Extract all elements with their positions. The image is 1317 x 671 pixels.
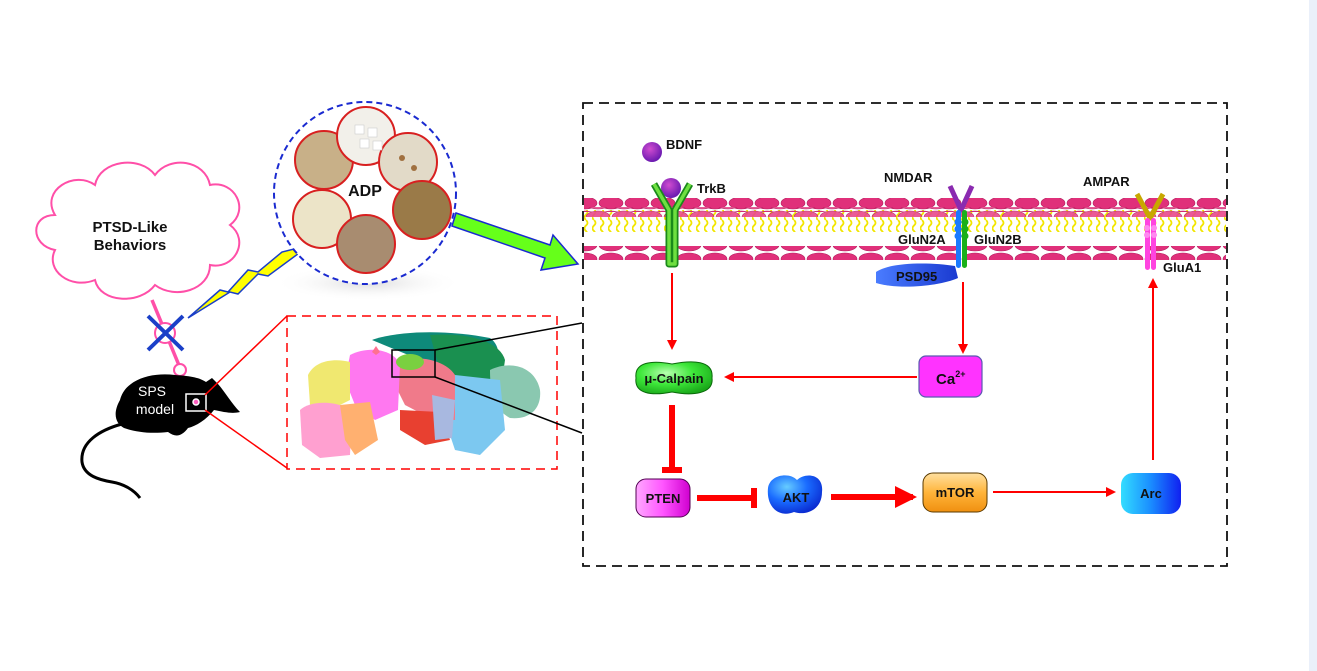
brain-highlight-box (185, 393, 207, 412)
trkb-label: TrkB (697, 181, 726, 196)
mouse-text-line1: SPS (138, 383, 166, 399)
brain-sagittal-section (300, 332, 541, 458)
nmdar-receptor-icon (947, 184, 975, 268)
ptsd-cloud: PTSD-Like Behaviors (35, 161, 241, 300)
ca-label: Ca2+ (936, 369, 965, 388)
glua1-label: GluA1 (1163, 260, 1201, 275)
bdnf-label: BDNF (666, 137, 702, 152)
herb-images (292, 106, 452, 274)
herb-image-5 (336, 214, 396, 274)
pten-label: PTEN (646, 491, 681, 506)
bdnf-bound-icon (661, 178, 681, 198)
mtor-label: mTOR (936, 485, 975, 500)
calpain-node: μ-Calpain (635, 361, 713, 395)
thought-bubble-tiny (173, 363, 187, 377)
ampar-label: AMPAR (1083, 174, 1130, 189)
trkb-receptor-icon (650, 182, 694, 268)
zoom-line-upper (434, 322, 583, 351)
ampar-receptor-icon (1134, 192, 1166, 270)
herb-image-6 (392, 180, 452, 240)
glun2a-label: GluN2A (898, 232, 946, 247)
zoom-line-bottom (204, 409, 288, 469)
psd95-scaffold-icon (876, 263, 958, 287)
adp-label: ADP (348, 183, 382, 200)
hippocampus-highlight-box (391, 349, 436, 378)
zoom-line-top (204, 315, 288, 396)
nmdar-label: NMDAR (884, 170, 933, 185)
mechanism-box (582, 102, 1228, 567)
zoom-line-lower (434, 376, 583, 434)
arc-node: Arc (1121, 473, 1181, 514)
right-scroll-strip (1309, 0, 1317, 671)
arc-label: Arc (1140, 486, 1162, 501)
mouse-text-line2: model (136, 401, 174, 417)
cloud-text-line2: Behaviors (94, 237, 167, 254)
green-arrow-icon (451, 212, 580, 271)
akt-node: AKT (767, 475, 823, 514)
inhibit-pten-to-akt (697, 488, 757, 508)
inhibit-cross-icon (146, 314, 185, 352)
ca-node: Ca2+ (918, 355, 983, 398)
akt-label: AKT (783, 490, 810, 505)
inhibit-calpain-to-pten (662, 405, 682, 473)
bdnf-ligand-icon (642, 142, 662, 162)
psd95-label: PSD95 (896, 269, 937, 284)
mouse-silhouette: SPS model (80, 374, 240, 499)
cloud-text-line1: PTSD-Like (92, 219, 167, 236)
calpain-label: μ-Calpain (644, 371, 703, 386)
pten-node: PTEN (635, 478, 691, 518)
brain-zoom-box (286, 315, 558, 470)
glun2b-label: GluN2B (974, 232, 1022, 247)
cell-membrane (584, 198, 1226, 260)
mtor-node: mTOR (922, 472, 988, 513)
